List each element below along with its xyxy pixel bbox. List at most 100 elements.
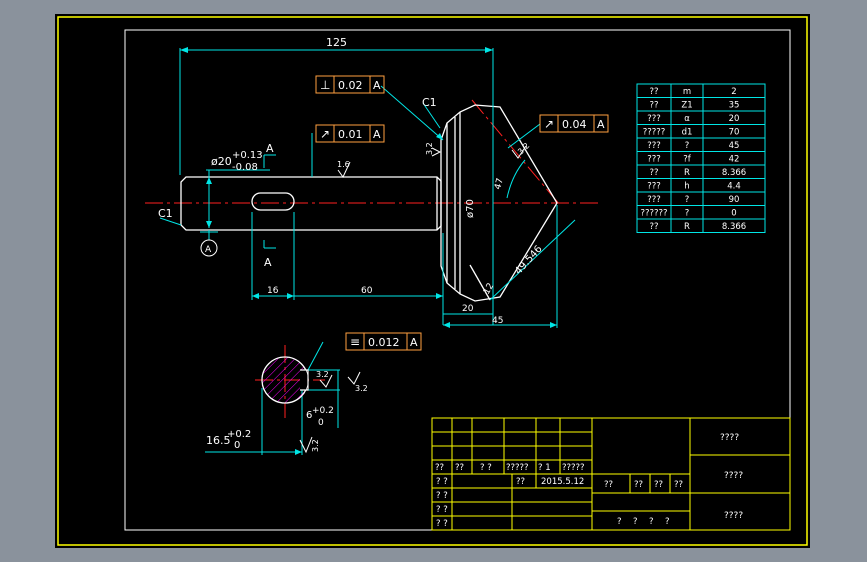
chamfer-left-label: C1 [158,207,173,220]
cone-axis-line [471,99,561,206]
keyway-notch-outline [300,369,309,391]
param-cell: ????? [643,128,666,138]
arrow-45-l [443,322,450,328]
design-date: 2015.5.12 [541,477,584,487]
param-cell: ?? [649,222,658,232]
leader-c1-top [422,102,441,129]
dim-small-label: 12 [482,282,496,297]
param-cell: ?????? [640,209,667,219]
rough-symbol-32a [431,147,442,157]
sheet-mark-4: ? [665,517,670,527]
param-cell: 0 [731,209,736,219]
designer-label: ? ? [436,477,448,487]
param-cell: d1 [682,128,693,138]
param-cell: 4.4 [727,182,741,192]
dimension-lines [159,48,576,455]
dim-dia70-label: ø70 [465,199,476,218]
dim-tol-lower: -0.08 [232,162,258,173]
arrow-16-l [252,293,259,299]
datum-circle [200,239,218,257]
param-cell: m [683,87,691,97]
param-cell: 90 [729,195,740,205]
param-cell: ??? [647,155,661,165]
param-cell: 35 [729,101,740,111]
dim-45-label: 45 [492,316,503,326]
chamfer-top-label: C1 [422,96,437,109]
rough-symbol-16 [337,161,351,178]
mid-label-1: ?? [604,480,613,490]
rough-32-label-e: 3.2 [311,439,320,452]
shaft-outline [180,104,558,302]
tolerance-symbol-icon: ↗ [544,117,554,131]
section-label-bottom: A [264,256,272,269]
sheet-mark-2: ? [633,517,638,527]
tolerance-datum: A [597,118,605,131]
keyway-slot [251,192,295,211]
dim-line-bevel [489,219,576,301]
tolerance-symbol-icon: ↗ [320,127,330,141]
arrow-heads [180,47,557,455]
tolerance-datum: A [373,79,381,92]
designer-code: ?? [516,477,525,487]
rough-symbol-32d [347,371,361,385]
param-cell: ? [685,141,690,151]
outer-border [57,16,808,546]
dim-165-label: 16.5 [206,434,231,447]
tolerance-value: 0.01 [338,128,363,141]
param-cell: ?? [649,168,658,178]
rough-16-label: 1.6 [337,160,350,169]
gear-tooth-line [469,264,491,301]
title-block: ???? ???? ???? ?? ?? ? ? ????? ? 1 ?????… [431,417,791,531]
param-cell: ?? [649,101,658,111]
arrow-dia-b [206,221,212,228]
std-label: ? ? [436,505,448,515]
param-cell: 2 [731,87,736,97]
param-cell: ? [685,209,690,219]
tolerance-frame-1: ⊥ 0.02 A [315,75,385,94]
param-cell: 45 [729,141,740,151]
tolerance-datum: A [373,128,381,141]
tolerance-value: 0.02 [338,79,363,92]
section-view [261,356,309,404]
rev-col-1: ?? [435,463,444,473]
arrow-16-r [287,293,294,299]
check-label: ? ? [436,491,448,501]
dim-165-tol-u: +0.2 [227,429,251,440]
param-cell: h [684,182,689,192]
param-cell: ??? [647,114,661,124]
sheet-mark-1: ? [617,517,622,527]
rev-col-3: ? ? [480,463,492,473]
param-cell: 8.366 [722,168,746,178]
gear-profile [440,104,558,302]
arrow-125-r [485,47,493,53]
arrow-perp [436,133,443,140]
title-name: ???? [720,433,739,443]
dim-165-tol-l: 0 [234,440,240,451]
dim-6-tol-l: 0 [318,418,324,428]
leader-sym [307,341,324,371]
dim-16-label: 16 [267,286,279,296]
title-drawing-no: ???? [724,471,743,481]
tolerance-symbol-icon: ≡ [350,335,360,349]
dim-125: 125 [326,36,347,49]
arrow-dia-t [206,177,212,184]
param-cell: ??? [647,182,661,192]
param-cell: 42 [729,155,740,165]
arrow-125-l [180,47,188,53]
angle-arc [506,159,526,199]
param-cell: ??? [647,141,661,151]
tolerance-symbol-icon: ⊥ [320,78,330,92]
dim-60-label: 60 [361,286,373,296]
mid-label-3: ?? [654,480,663,490]
param-cell: R [684,222,690,232]
rev-col-2: ?? [455,463,464,473]
arrow-165 [295,449,302,455]
dimension-texts: 125 ø20 +0.13 -0.08 A A A 16 60 20 45 ø7… [158,36,545,452]
dim-20-label: 20 [462,304,474,314]
tolerance-value: 0.012 [368,336,400,349]
